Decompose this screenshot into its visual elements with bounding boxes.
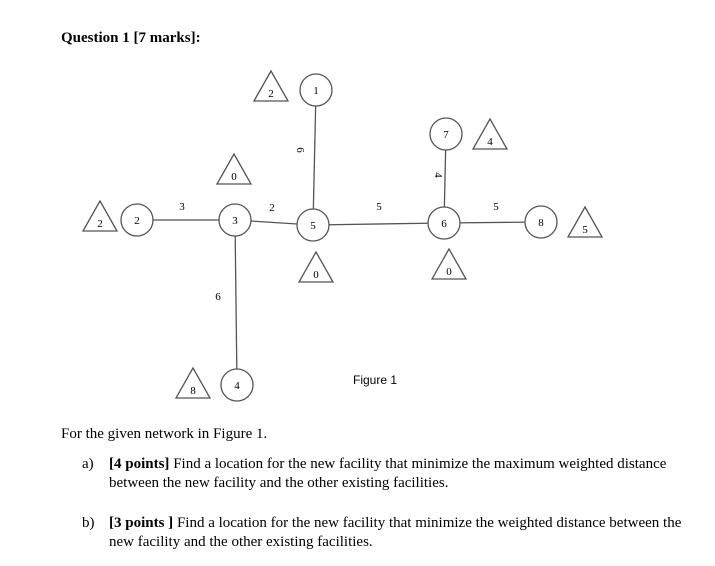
weight-label: 2: [268, 88, 274, 100]
edge-n5-n6: [312, 222, 445, 226]
weight-triangle-n1: [252, 69, 290, 102]
weight-triangle-n4: [174, 366, 212, 399]
edge-length-label: 6: [294, 147, 306, 153]
weight-triangle-n5: [297, 250, 335, 283]
node-circle-n6: [427, 206, 461, 240]
node-circle-n4: [220, 368, 254, 402]
part-a-text: Find a location for the new facility tha…: [109, 456, 667, 491]
weight-triangle-n2: [81, 199, 119, 232]
edge-length-label: 5: [376, 201, 382, 213]
weight-label: 0: [231, 171, 237, 183]
part-b-text: Find a location for the new facility tha…: [109, 515, 682, 550]
part-a-points: [4 points]: [109, 456, 170, 472]
part-b-body: [3 points ] Find a location for the new …: [109, 514, 689, 552]
node-label: 4: [234, 380, 240, 392]
edge-n3-n4: [234, 219, 238, 386]
weight-label: 8: [190, 385, 196, 397]
edge-length-label: 4: [432, 172, 444, 178]
figure-caption: Figure 1: [353, 373, 397, 387]
part-b-points: [3 points ]: [109, 515, 174, 531]
node-label: 1: [313, 85, 319, 97]
weight-label: 0: [446, 266, 452, 278]
part-b-marker: b): [82, 515, 95, 531]
node-circle-n3: [218, 203, 252, 237]
weight-label: 5: [582, 224, 588, 236]
question-title: Question 1 [7 marks]:: [61, 30, 201, 46]
node-circle-n8: [524, 205, 558, 239]
edge-length-label: 6: [215, 291, 221, 303]
weight-triangle-n8: [566, 205, 604, 238]
edge-length-label: 2: [269, 202, 275, 214]
node-label: 7: [443, 129, 449, 141]
weight-label: 2: [97, 218, 103, 230]
edge-n5-n1: [312, 89, 317, 226]
edge-length-label: 3: [179, 201, 185, 213]
part-a: a) [4 points] Find a location for the ne…: [82, 455, 682, 491]
weight-label: 4: [487, 136, 493, 148]
weight-triangle-n3: [215, 152, 253, 185]
weight-triangle-n6: [430, 247, 468, 280]
node-label: 2: [134, 215, 140, 227]
node-circle-n7: [429, 117, 463, 151]
node-circle-n1: [299, 73, 333, 107]
node-label: 5: [310, 220, 316, 232]
part-a-marker: a): [82, 456, 94, 472]
node-label: 3: [232, 215, 238, 227]
weight-label: 0: [313, 269, 319, 281]
edge-length-label: 5: [493, 201, 499, 213]
question-intro: For the given network in Figure 1.: [61, 426, 268, 442]
node-circle-n5: [296, 208, 330, 242]
node-label: 8: [538, 217, 544, 229]
weight-triangle-n7: [471, 117, 509, 150]
part-b: b) [3 points ] Find a location for the n…: [82, 514, 682, 550]
node-label: 6: [441, 218, 447, 230]
part-a-body: [4 points] Find a location for the new f…: [109, 455, 689, 493]
node-circle-n2: [120, 203, 154, 237]
